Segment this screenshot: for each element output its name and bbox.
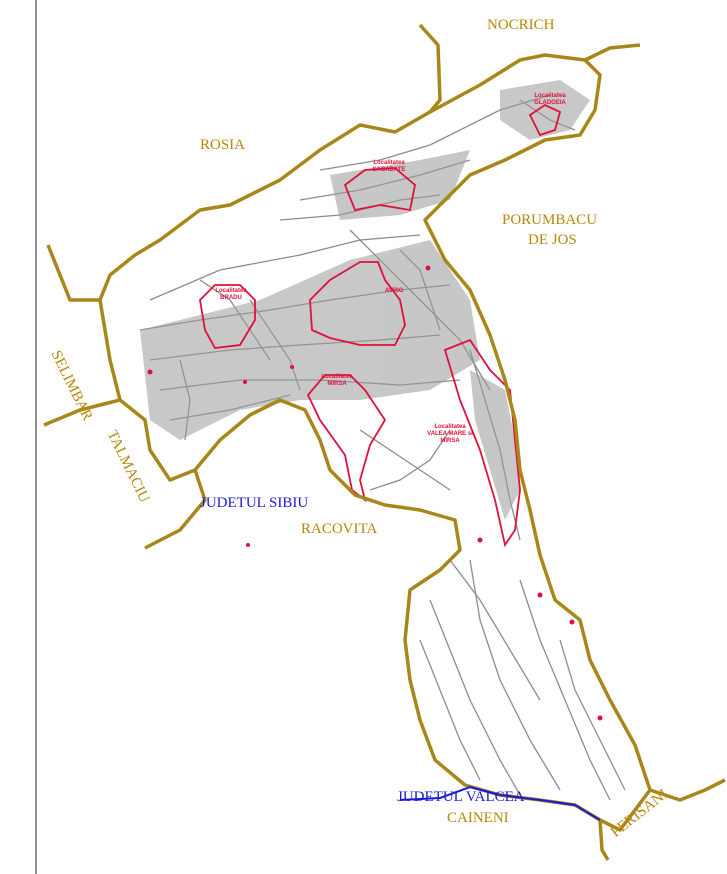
- county-border: [399, 785, 601, 821]
- intravilan-bradu: [199, 284, 256, 349]
- label-rosia: ROSIA: [200, 137, 246, 153]
- label-racovita: RACOVITA: [301, 521, 378, 537]
- intravilan-gladoeia: [528, 103, 562, 137]
- intravilan-mirsa: [306, 374, 387, 503]
- label-judetul-sibiu: JUDETUL SIBIU: [200, 495, 309, 511]
- label-locality-gladoeia: Localitatea GLADOEIA: [534, 93, 566, 106]
- label-locality-sacadate: Localitatea SACADATE: [372, 160, 406, 173]
- label-caineni: CAINENI: [447, 810, 509, 826]
- intravilan-areas: [199, 103, 562, 548]
- neighbor-boundaries: [43, 23, 726, 861]
- label-nocrich: NOCRICH: [487, 17, 555, 33]
- intravilan-sacadate: [343, 167, 416, 212]
- intravilan-avrig: [309, 261, 406, 346]
- commune-boundary: [98, 53, 652, 832]
- label-locality-mirsa: Localitatea MIRSA: [321, 374, 353, 387]
- intravilan-valea-mare: [443, 338, 521, 548]
- label-locality-avrig: AVRIG: [385, 288, 404, 294]
- intravilan-spots: [147, 265, 603, 721]
- commune-territory: [100, 55, 650, 830]
- label-porumbacu-line2: DE JOS: [528, 232, 577, 248]
- label-locality-brad: Localitatea BRADU: [215, 288, 247, 301]
- label-locality-valea-mare: Localitatea VALEA MARE si MIRSA: [427, 424, 473, 444]
- label-porumbacu-line1: PORUMBACU: [502, 212, 598, 228]
- label-judetul-valcea: JUDETUL VALCEA: [397, 789, 525, 805]
- dense-built-area: [140, 80, 590, 520]
